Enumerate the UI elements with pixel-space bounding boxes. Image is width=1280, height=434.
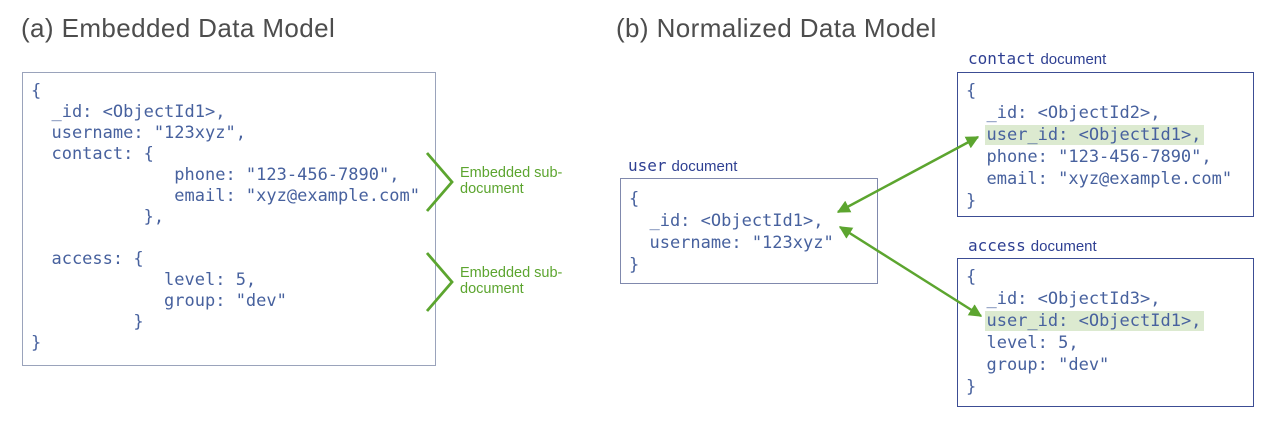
code-line: }, xyxy=(31,207,165,227)
embedded-subdocument-label: Embedded sub- document xyxy=(460,165,562,197)
access-document-box: { _id: <ObjectId3>, user_id: <ObjectId1>… xyxy=(957,258,1254,407)
user-id-highlight: user_id: <ObjectId1>, xyxy=(985,311,1205,331)
code-line: { xyxy=(966,81,977,101)
code-line: email: "xyz@example.com" xyxy=(966,169,1233,189)
collection-name: contact xyxy=(968,49,1036,68)
collection-name: user xyxy=(628,156,667,175)
embedded-subdocument-label: Embedded sub- document xyxy=(460,265,562,297)
code-line: _id: <ObjectId1>, xyxy=(629,211,824,231)
code-line: user_id: <ObjectId1>, xyxy=(966,124,1253,146)
code-line: phone: "123-456-7890", xyxy=(966,147,1212,167)
annotation-text: document xyxy=(460,181,524,197)
contact-document-box: { _id: <ObjectId2>, user_id: <ObjectId1>… xyxy=(957,72,1254,217)
annotation-text: Embedded sub- xyxy=(460,165,563,181)
code-line: group: "dev" xyxy=(966,355,1110,375)
user-id-highlight: user_id: <ObjectId1>, xyxy=(985,125,1205,145)
code-line xyxy=(31,228,435,249)
embedded-document-box: { _id: <ObjectId1>, username: "123xyz", … xyxy=(22,72,436,366)
code-line: { xyxy=(31,81,42,101)
code-line: } xyxy=(31,333,42,353)
code-line: username: "123xyz" xyxy=(629,233,834,253)
code-line: level: 5, xyxy=(966,333,1079,353)
code-indent xyxy=(966,311,986,331)
panel-a-title: (a) Embedded Data Model xyxy=(21,13,336,43)
collection-name: access xyxy=(968,236,1026,255)
code-line: _id: <ObjectId3>, xyxy=(966,289,1161,309)
code-line: { xyxy=(629,189,640,209)
code-line: } xyxy=(629,255,640,275)
code-line: phone: "123-456-7890", xyxy=(31,165,400,185)
code-line: contact: { xyxy=(31,144,154,164)
code-line: username: "123xyz", xyxy=(31,123,246,143)
annotation-text: Embedded sub- xyxy=(460,265,563,281)
code-line: { xyxy=(966,267,977,287)
code-line: } xyxy=(966,191,977,211)
document-word: document xyxy=(1040,51,1107,68)
annotation-text: document xyxy=(460,281,524,297)
code-line: _id: <ObjectId2>, xyxy=(966,103,1161,123)
code-indent xyxy=(966,125,986,145)
code-line: } xyxy=(966,377,977,397)
panel-b-title: (b) Normalized Data Model xyxy=(616,13,937,43)
code-line: } xyxy=(31,312,144,332)
code-line: level: 5, xyxy=(31,270,257,290)
code-line: access: { xyxy=(31,249,144,269)
code-line: user_id: <ObjectId1>, xyxy=(966,310,1253,332)
document-word: document xyxy=(1030,238,1097,255)
document-word: document xyxy=(671,158,738,175)
code-line: group: "dev" xyxy=(31,291,287,311)
code-line: email: "xyz@example.com" xyxy=(31,186,420,206)
user-document-box: { _id: <ObjectId1>, username: "123xyz" } xyxy=(620,178,878,284)
code-line: _id: <ObjectId1>, xyxy=(31,102,226,122)
